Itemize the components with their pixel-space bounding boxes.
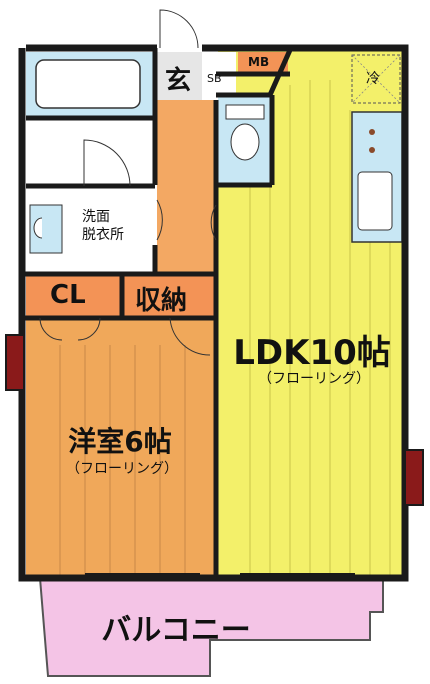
ldk-floor-label: （フローリング） (258, 371, 370, 387)
stove-burner (369, 147, 375, 153)
sink-bowl (33, 217, 43, 239)
doors (39, 9, 217, 356)
western-floor-label: （フローリング） (66, 461, 178, 477)
entrance-label: 玄 (165, 66, 192, 96)
walls (18, 44, 409, 582)
toilet-tank (225, 104, 265, 120)
closet-area (26, 276, 121, 316)
balcony-area (38, 577, 384, 677)
bathtub (35, 59, 141, 109)
western-room-area (26, 318, 216, 575)
balcony-label: バルコニー (101, 613, 251, 648)
meter-box-area (238, 52, 288, 74)
stove-burner (369, 129, 375, 135)
interior-walls (22, 48, 293, 578)
meter-box-label: MB (248, 55, 270, 69)
western-hatch (59, 345, 186, 575)
washroom-label: 洗面 脱衣所 (82, 209, 124, 243)
shoebox-label: SB (207, 72, 222, 85)
window-left (5, 334, 25, 391)
western-room-label: 洋室6帖 (68, 425, 172, 458)
closet-label: CL (50, 280, 86, 310)
toilet-bowl (230, 123, 260, 161)
ldk-label: LDK10帖 (233, 333, 391, 373)
entrance-area (157, 52, 202, 100)
kitchen-sink (357, 171, 393, 231)
corridor-area (157, 100, 215, 274)
storage-area (123, 276, 215, 316)
fridge-label: 冷 (366, 71, 380, 87)
storage-label: 収納 (135, 286, 188, 316)
window-right (404, 449, 424, 506)
fridge-space (351, 54, 401, 104)
